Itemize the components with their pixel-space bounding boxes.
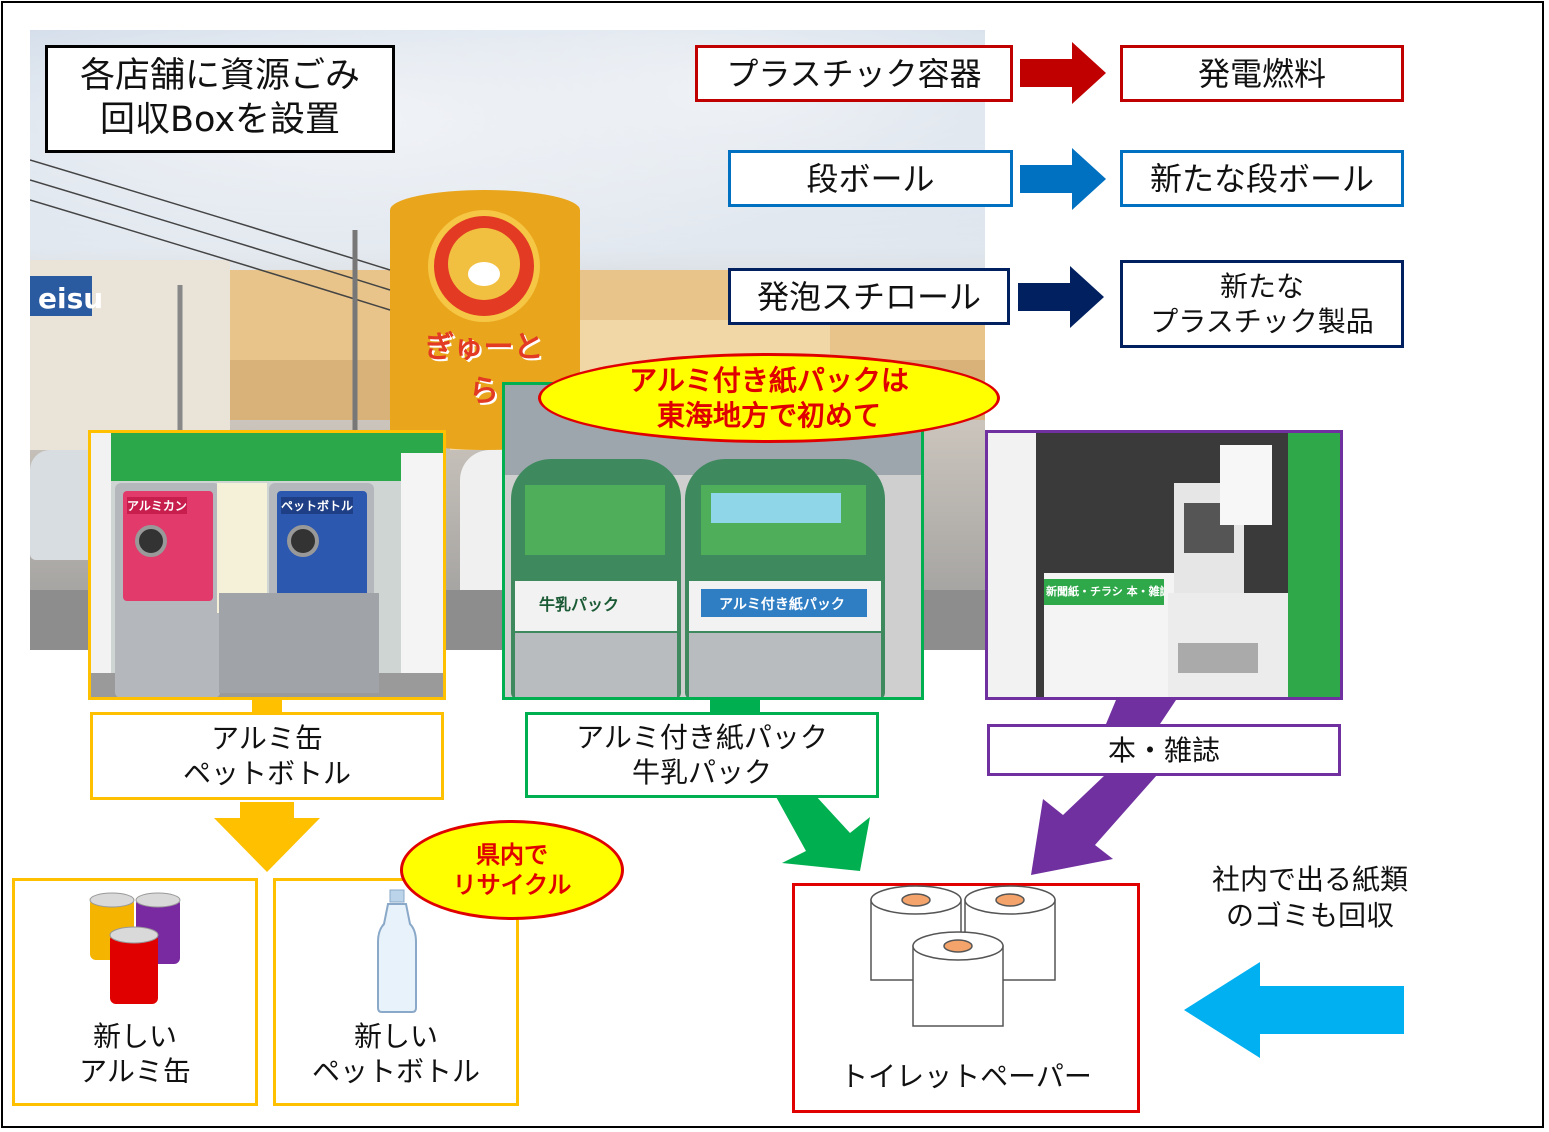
flow-styrofoam-source-label: 発泡スチロール xyxy=(756,277,981,316)
label-cartons: アルミ付き紙パック 牛乳パック xyxy=(525,712,879,798)
output-toilet-paper-label: トイレットペーパー xyxy=(840,1060,1092,1093)
flow-styrofoam-result-line1: 新たな xyxy=(1219,270,1304,303)
flow-styrofoam-result-line2: プラスチック製品 xyxy=(1150,305,1374,338)
office-paper-note: 社内で出る紙類 のゴミも回収 xyxy=(1180,862,1440,935)
output-new-cans-line1: 新しい xyxy=(92,1020,177,1053)
office-paper-line2: のゴミも回収 xyxy=(1225,899,1394,933)
flow-cardboard-result: 新たな段ボール xyxy=(1120,150,1404,207)
carton-box-label: アルミ付き紙パック xyxy=(719,597,845,613)
output-new-cans-line2: アルミ缶 xyxy=(79,1055,191,1088)
bottle-machine-label: ペットボトル xyxy=(281,497,354,514)
flow-plastic-source: プラスチック容器 xyxy=(695,45,1013,102)
flow-cardboard-result-label: 新たな段ボール xyxy=(1149,159,1374,198)
flow-styrofoam-result: 新たな プラスチック製品 xyxy=(1120,260,1404,348)
arrow-books-down xyxy=(1031,775,1157,875)
flow-plastic-result-label: 発電燃料 xyxy=(1197,54,1326,93)
milk-box-label: 牛乳パック xyxy=(539,595,620,614)
office-paper-line1: 社内で出る紙類 xyxy=(1211,863,1408,896)
power-lines xyxy=(30,159,391,450)
header-box: 各店舗に資源ごみ 回収Boxを設置 xyxy=(45,45,395,153)
callout-local-line1: 県内で xyxy=(476,841,548,869)
callout-first-line1: アルミ付き紙パックは xyxy=(629,364,909,397)
flow-cardboard-source-label: 段ボール xyxy=(806,159,935,198)
photo-book-box: 新聞紙・チラシ 本・雑誌 xyxy=(985,430,1343,700)
label-books-text: 本・雑誌 xyxy=(1107,733,1220,767)
output-new-bottles-line2: ペットボトル xyxy=(311,1055,480,1088)
arrow-cans-down xyxy=(214,802,320,872)
arrow-styrofoam xyxy=(1018,266,1104,328)
arrow-cardboard xyxy=(1020,148,1106,210)
output-new-bottles-line1: 新しい xyxy=(353,1020,438,1053)
flow-plastic-source-label: プラスチック容器 xyxy=(726,54,982,93)
can-icons xyxy=(89,892,181,1004)
callout-local-recycle: 県内で リサイクル xyxy=(400,820,624,920)
store-sign: ぎゅーとら xyxy=(424,330,544,409)
label-cans-bottles-line1: アルミ缶 xyxy=(211,722,323,755)
header-line2: 回収Boxを設置 xyxy=(99,100,341,140)
flow-plastic-result: 発電燃料 xyxy=(1120,45,1404,102)
flow-cardboard-source: 段ボール xyxy=(728,150,1013,207)
label-books: 本・雑誌 xyxy=(987,724,1341,776)
callout-local-line2: リサイクル xyxy=(452,871,572,899)
header-line1: 各店舗に資源ごみ xyxy=(79,56,360,97)
label-cartons-line2: 牛乳パック xyxy=(631,756,772,789)
label-cans-bottles: アルミ缶 ペットボトル xyxy=(90,712,444,800)
toilet-paper-icon xyxy=(870,885,1056,1027)
callout-first-in-tokai: アルミ付き紙パックは 東海地方で初めて xyxy=(538,353,1000,443)
label-cartons-line1: アルミ付き紙パック xyxy=(576,721,828,754)
arrow-plastic xyxy=(1020,42,1106,104)
can-machine-label: アルミカン xyxy=(127,497,187,514)
bottle-icon xyxy=(377,889,417,1013)
label-cans-bottles-line2: ペットボトル xyxy=(182,757,351,790)
book-box-sign: 新聞紙・チラシ 本・雑誌 xyxy=(1046,585,1164,598)
arrow-office-paper xyxy=(1184,962,1404,1058)
photo-can-bottle-machines: アルミカン ペットボトル xyxy=(88,430,446,700)
arrow-cartons-down xyxy=(775,795,870,871)
flow-styrofoam-source: 発泡スチロール xyxy=(728,268,1010,325)
callout-first-line2: 東海地方で初めて xyxy=(656,399,881,432)
